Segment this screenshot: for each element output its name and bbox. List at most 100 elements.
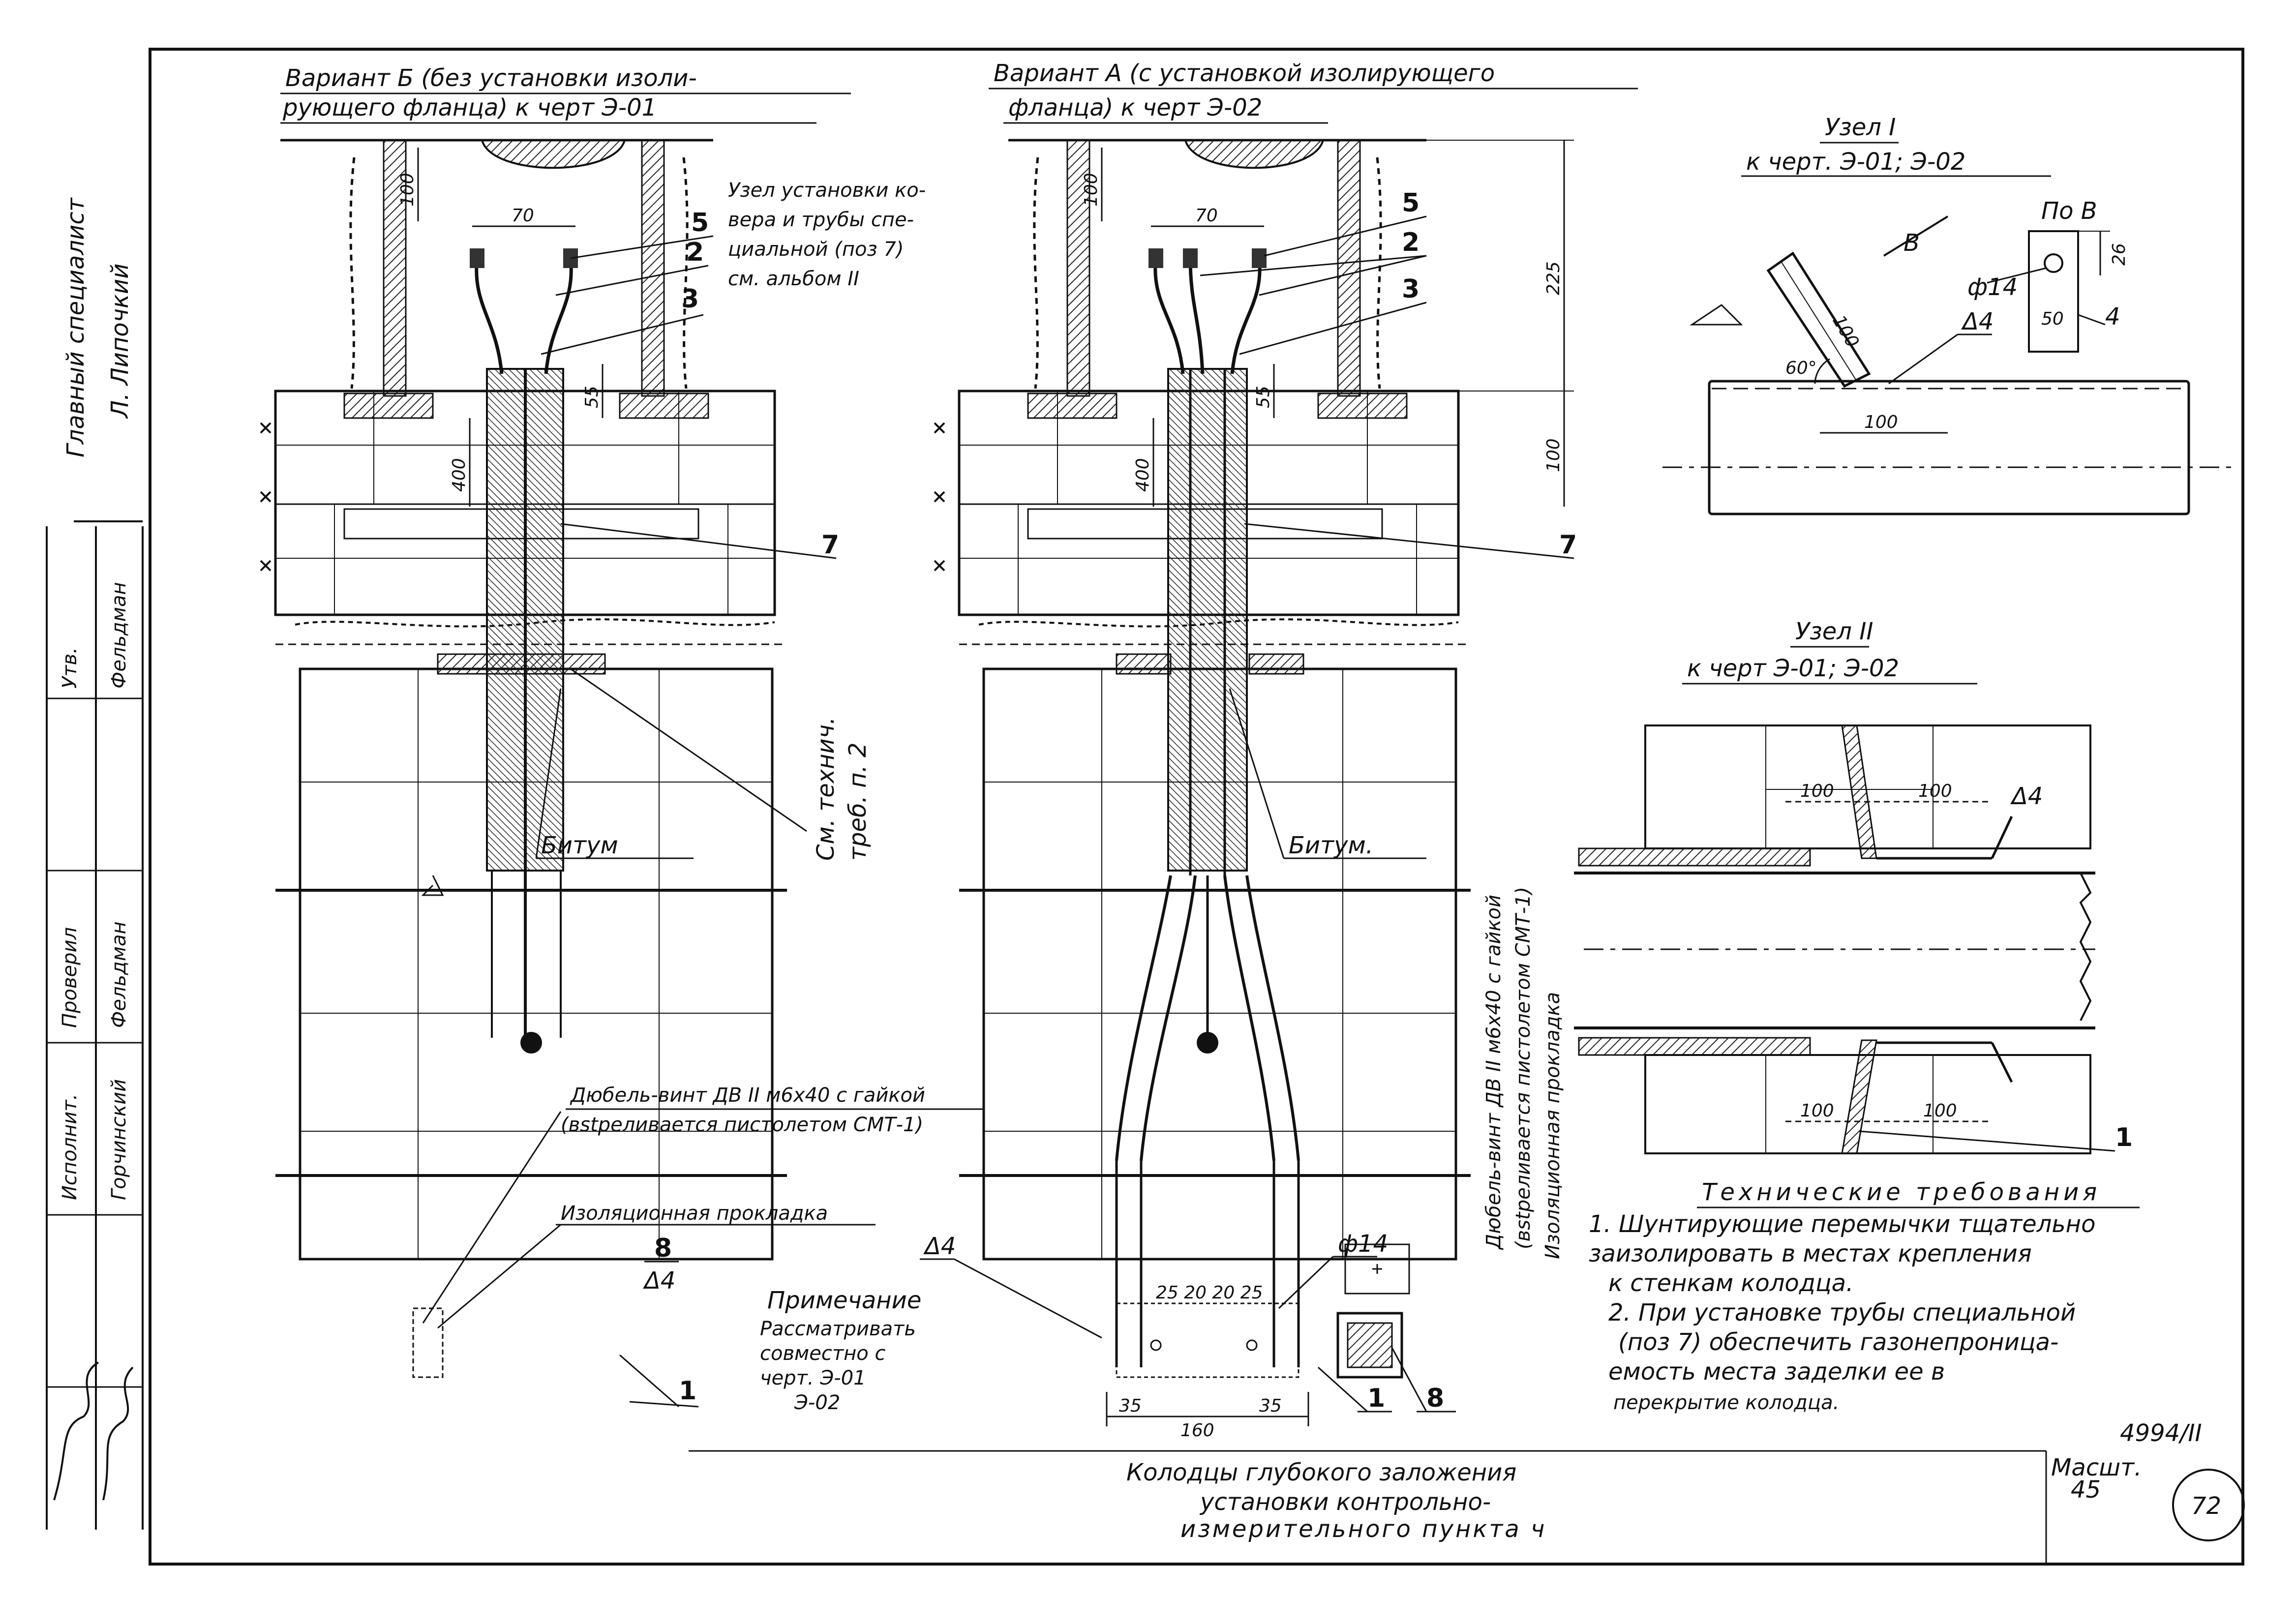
variant-b-weld: Δ4 xyxy=(642,1267,675,1295)
stamp-role: Главный специалист xyxy=(62,197,90,457)
variant-a-bottom-top-dims: 25 20 20 25 xyxy=(1156,1283,1263,1303)
node-2-weld: Δ4 xyxy=(2010,783,2043,810)
variant-a-drawing: Вариант А (с установкой изолирующего фла… xyxy=(920,60,1638,1441)
footer-caption-2: установки контрольно- xyxy=(1199,1488,1491,1516)
variant-b-bitumen: Битум xyxy=(541,832,618,859)
sheet-frame xyxy=(149,48,2244,1566)
variant-a-dowel-2: (вstреливается пистолетом СМТ-1) xyxy=(1512,887,1535,1249)
node-2-pos-1: 1 xyxy=(2115,1123,2133,1152)
variant-a-dowel-1: Дюбель-винт ДВ II м6х40 с гайкой xyxy=(1482,895,1505,1250)
scale-label: Масшт. xyxy=(2051,1454,2142,1481)
node-2-detail: Узел II к черт Э-01; Э-02 100 100 Δ4 100… xyxy=(1574,618,2133,1154)
tech-line-6: емость места заделки ее в xyxy=(1608,1358,1945,1386)
variant-b-note-3: совместно с xyxy=(760,1342,885,1365)
variant-b-drawing: Вариант Б (без установки изоли- рующего … xyxy=(260,64,984,1414)
footer-caption-3: измерительного пункта ч xyxy=(1180,1515,1546,1543)
node-2-dim-d: 100 xyxy=(1923,1101,1957,1121)
tech-line-2: заизолировать в местах крепления xyxy=(1589,1240,2032,1267)
stamp-name: Л. Липочкий xyxy=(106,264,134,419)
variant-b-pos-7: 7 xyxy=(821,530,839,560)
tech-title: Технические требования xyxy=(1702,1178,2101,1206)
node-1-dia14: ф14 xyxy=(1967,273,2018,301)
variant-b-dim-100: 100 xyxy=(397,173,418,207)
node-1-ref: к черт. Э-01; Э-02 xyxy=(1746,148,1965,176)
variant-b-dowel-1: Дюбель-винт ДВ II м6х40 с гайкой xyxy=(570,1084,925,1107)
variant-b-pos-3: 3 xyxy=(681,284,699,314)
variant-b-title-2: рующего фланца) к черт Э-01 xyxy=(282,94,657,121)
variant-a-dim-225: 225 xyxy=(1543,261,1564,295)
variant-b-dim-400: 400 xyxy=(449,458,469,492)
variant-a-dim-35a: 35 xyxy=(1119,1396,1142,1416)
variant-b-dim-55: 55 xyxy=(582,386,602,408)
node-2-title: Узел II xyxy=(1795,618,1873,645)
variant-b-tech-ref-1: См. технич. xyxy=(812,717,840,861)
variant-a-dim-100: 100 xyxy=(1081,173,1101,207)
node-2-dim-c: 100 xyxy=(1800,1101,1834,1121)
tech-line-5: (поз 7) обеспечить газонепроница- xyxy=(1618,1328,2058,1356)
node-1-dim-100b: 100 xyxy=(1864,412,1898,432)
variant-a-title-2: фланца) к черт Э-02 xyxy=(1008,94,1262,121)
variant-a-title-1: Вариант А (с установкой изолирующего xyxy=(994,60,1495,87)
variant-a-dim-160: 160 xyxy=(1180,1420,1214,1441)
node-1-dim-50: 50 xyxy=(2041,309,2064,329)
variant-b-node-note-1: Узел установки ко- xyxy=(728,179,926,202)
variant-a-weld: Δ4 xyxy=(923,1233,956,1260)
signature-mark xyxy=(53,1361,99,1501)
variant-a-dim-35b: 35 xyxy=(1259,1396,1282,1416)
tech-line-4: 2. При установке трубы специальной xyxy=(1608,1299,2076,1327)
sheet-code: 4994/II xyxy=(2120,1419,2202,1447)
page-number-circle xyxy=(2172,1469,2245,1541)
variant-b-note-5: Э-02 xyxy=(794,1391,840,1414)
node-1-dim-26: 26 xyxy=(2109,243,2129,266)
variant-a-pos-3: 3 xyxy=(1402,274,1420,304)
variant-b-insulation: Изоляционная прокладка xyxy=(561,1202,828,1225)
variant-a-dim-400: 400 xyxy=(1133,458,1153,492)
node-2-dim-a: 100 xyxy=(1800,781,1834,801)
stamp-row-role-1: Утв. xyxy=(59,647,81,689)
tech-line-7: перекрытие колодца. xyxy=(1613,1391,1839,1414)
variant-a-insulation: Изоляционная прокладка xyxy=(1541,992,1564,1259)
variant-b-pos-2: 2 xyxy=(686,238,704,267)
variant-b-node-note-3: циальной (поз 7) xyxy=(728,238,904,261)
variant-b-title-1: Вариант Б (без установки изоли- xyxy=(285,64,697,92)
tech-line-1: 1. Шунтирующие перемычки тщательно xyxy=(1589,1210,2095,1238)
signature-mark-2 xyxy=(102,1366,134,1501)
title-stamp: Главный специалист Л. Липочкий Утв. Фель… xyxy=(46,197,144,1530)
variant-b-tech-ref-2: треб. п. 2 xyxy=(844,742,872,861)
variant-b-node-note-2: вера и трубы спе- xyxy=(728,209,914,231)
node-1-title: Узел I xyxy=(1825,114,1896,141)
variant-a-pos-5: 5 xyxy=(1402,188,1420,218)
scale-value: 45 xyxy=(2071,1476,2101,1504)
stamp-row-role-3: Исполнит. xyxy=(59,1094,81,1200)
node-1-weld: Δ4 xyxy=(1961,308,1994,335)
node-2-ref: к черт Э-01; Э-02 xyxy=(1687,655,1899,682)
variant-a-dim-70: 70 xyxy=(1195,206,1218,226)
variant-b-note-1: Примечание xyxy=(767,1287,921,1314)
variant-a-dim-100b: 100 xyxy=(1543,438,1564,472)
node-2-dim-b: 100 xyxy=(1918,781,1952,801)
node-1-view: По В xyxy=(2041,197,2097,225)
variant-a-pos-2: 2 xyxy=(1402,228,1420,257)
page-number: 72 xyxy=(2191,1492,2221,1520)
stamp-row-role-2: Проверил xyxy=(59,927,81,1028)
variant-a-pos-8: 8 xyxy=(1426,1384,1444,1413)
variant-b-pos-1: 1 xyxy=(679,1376,696,1406)
tech-requirements: Технические требования 1. Шунтирующие пе… xyxy=(1589,1178,2140,1414)
footer-caption-1: Колодцы глубокого заложения xyxy=(1126,1459,1516,1486)
variant-a-pos-7: 7 xyxy=(1559,530,1577,560)
variant-b-pos-5: 5 xyxy=(691,208,709,238)
variant-a-pos-1: 1 xyxy=(1367,1384,1385,1413)
variant-b-node-note-4: см. альбом II xyxy=(728,268,859,290)
variant-a-bitumen: Битум. xyxy=(1289,832,1373,859)
variant-b-note-4: черт. Э-01 xyxy=(760,1367,866,1389)
footer: Колодцы глубокого заложения установки ко… xyxy=(689,1419,2245,1564)
variant-b-dim-70: 70 xyxy=(512,206,534,226)
stamp-row-name-1: Фельдман xyxy=(108,582,130,689)
variant-a-dim-55: 55 xyxy=(1253,386,1273,408)
variant-b-note-2: Рассматривать xyxy=(760,1318,916,1340)
variant-b-dowel-2: (вstреливается пистолетом СМТ-1) xyxy=(561,1114,923,1136)
variant-b-note: Примечание Рассматривать совместно с чер… xyxy=(760,1287,921,1414)
tech-line-3: к стенкам колодца. xyxy=(1608,1269,1853,1297)
variant-b-pos-8: 8 xyxy=(654,1234,672,1263)
